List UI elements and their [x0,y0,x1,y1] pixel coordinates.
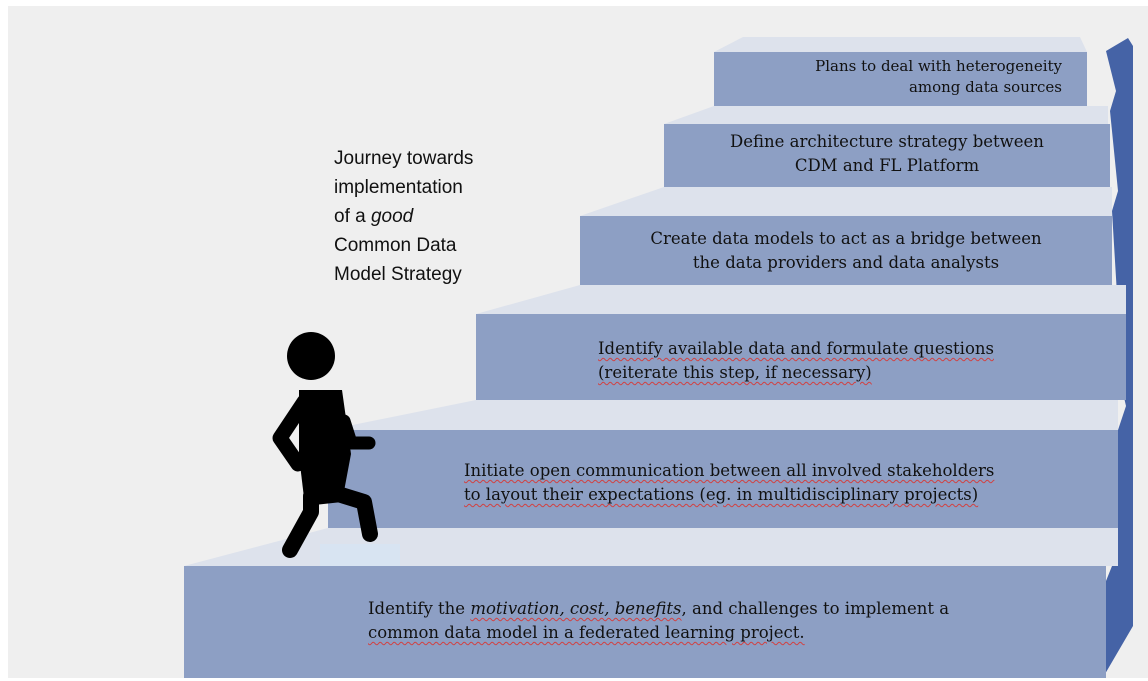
step-1-line-2: common data model in a federated learnin… [368,623,805,642]
step-4-label: Create data models to act as a bridge be… [590,227,1102,275]
step-6-top [714,37,1087,52]
title-line-1: Journey towards [334,148,474,169]
step-4-line-2: the data providers and data analysts [692,253,1000,272]
title-line-2: implementation [334,177,463,198]
step-1-front [184,566,1106,678]
staircase [184,37,1133,678]
walking-person-icon [272,332,378,558]
step-3-label: Identify available data and formulate qu… [598,337,994,385]
step-4-top [580,187,1112,216]
step-5-top [664,106,1108,124]
step-3-line-2: (reiterate this step, if necessary) [598,363,872,382]
title-line-5: Model Strategy [334,264,462,285]
step-1-line-1-prefix: Identify the [368,599,471,618]
step-1-top [184,528,1118,566]
step-2-front [328,430,1118,528]
step-2-top [328,400,1118,430]
step-5-label: Define architecture strategy between CDM… [672,130,1102,178]
step-2-line-1: Initiate open communication between all … [464,461,995,480]
diagram-canvas: Journey towards implementation of a good… [8,6,1148,678]
step-6-line-2: among data sources [908,78,1062,96]
diagram-title: Journey towards implementation of a good… [334,144,473,289]
step-5-line-1: Define architecture strategy between [730,132,1044,151]
step-5-line-2: CDM and FL Platform [794,156,980,175]
step-3-top [476,285,1126,314]
step-4-line-1: Create data models to act as a bridge be… [650,229,1042,248]
step-4-front [580,216,1112,285]
title-line-4: Common Data [334,235,457,256]
step-2-label: Initiate open communication between all … [464,459,994,507]
title-line-3-prefix: of a [334,206,371,227]
step-1-line-1: Identify the motivation, cost, benefits,… [368,597,949,621]
step-6-line-1: Plans to deal with heterogeneity [815,57,1062,75]
title-line-3-emphasis: good [370,206,414,227]
foot-highlight [320,544,400,566]
step-2-line-2: to layout their expectations (eg. in mul… [464,485,979,504]
step-1-line-1-suffix: , and challenges to implement a [681,599,950,618]
step-6-label: Plans to deal with heterogeneity among d… [732,56,1062,98]
step-1-label: Identify the motivation, cost, benefits,… [368,597,949,645]
step-1-line-1-emphasis: motivation, cost, benefits [470,599,682,618]
step-5-front [664,124,1110,187]
step-6-front [714,52,1087,106]
title-line-3: of a good [334,202,473,231]
step-3-line-1: Identify available data and formulate qu… [598,339,994,358]
step-3-front [476,314,1126,400]
